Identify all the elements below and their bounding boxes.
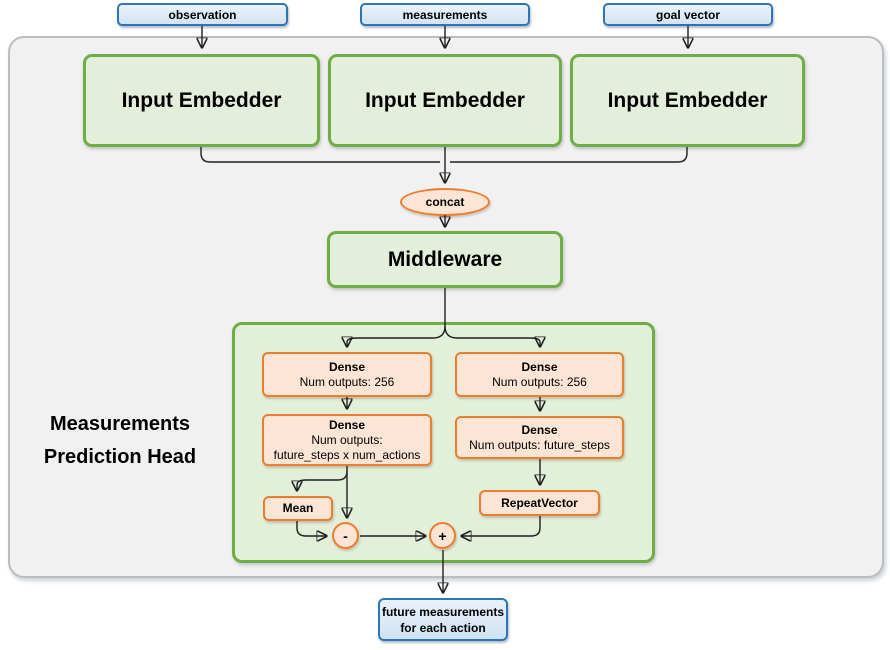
dense-left-1-title: Dense (328, 359, 366, 374)
dense-right-2: Dense Num outputs: future_steps (455, 416, 624, 459)
input-embedder-2-label: Input Embedder (365, 88, 525, 112)
middleware-label: Middleware (387, 247, 503, 271)
input-embedder-3: Input Embedder (570, 54, 805, 147)
prediction-head-title: Measurements Prediction Head (14, 408, 226, 474)
dense-left-2: Dense Num outputs: future_steps x num_ac… (262, 414, 432, 466)
prediction-head-title-line2: Prediction Head (43, 446, 197, 468)
dense-right-1-subtitle: Num outputs: 256 (492, 374, 587, 389)
middleware-box: Middleware (327, 231, 563, 288)
input-box-goal-vector: goal vector (603, 3, 773, 26)
dense-left-2-subtitle-line1: Num outputs: (311, 432, 383, 447)
observation-label: observation (168, 7, 237, 22)
dense-right-2-title: Dense (521, 422, 558, 437)
dense-left-1-subtitle: Num outputs: 256 (299, 374, 395, 389)
dense-right-1-title: Dense (521, 359, 558, 374)
output-box: future measurements for each action (378, 598, 508, 641)
mean-box: Mean (263, 496, 333, 521)
output-label-line2: for each action (400, 620, 486, 635)
dense-left-2-title: Dense (328, 417, 366, 432)
mean-label: Mean (282, 501, 314, 515)
subtract-label: - (343, 527, 348, 544)
output-label-line1: future measurements (381, 604, 505, 619)
input-box-observation: observation (117, 3, 288, 26)
dense-left-2-subtitle-line2: future_steps x num_actions (273, 447, 421, 462)
input-embedder-2: Input Embedder (328, 54, 562, 147)
input-embedder-3-label: Input Embedder (607, 88, 768, 112)
concat-node: concat (400, 188, 490, 216)
add-label: + (438, 527, 447, 544)
add-node: + (429, 522, 456, 549)
dense-right-1: Dense Num outputs: 256 (455, 352, 624, 397)
input-box-measurements: measurements (360, 3, 530, 26)
subtract-node: - (332, 522, 359, 549)
input-embedder-1-label: Input Embedder (121, 88, 282, 112)
goal-vector-label: goal vector (655, 7, 721, 22)
repeat-vector-box: RepeatVector (479, 490, 600, 516)
dense-left-1: Dense Num outputs: 256 (262, 352, 432, 397)
input-embedder-1: Input Embedder (83, 54, 320, 147)
repeat-vector-label: RepeatVector (501, 495, 578, 510)
dense-right-2-subtitle: Num outputs: future_steps (469, 437, 610, 452)
prediction-head-title-line1: Measurements (49, 413, 191, 435)
measurements-label: measurements (402, 7, 488, 22)
concat-label: concat (425, 195, 465, 209)
